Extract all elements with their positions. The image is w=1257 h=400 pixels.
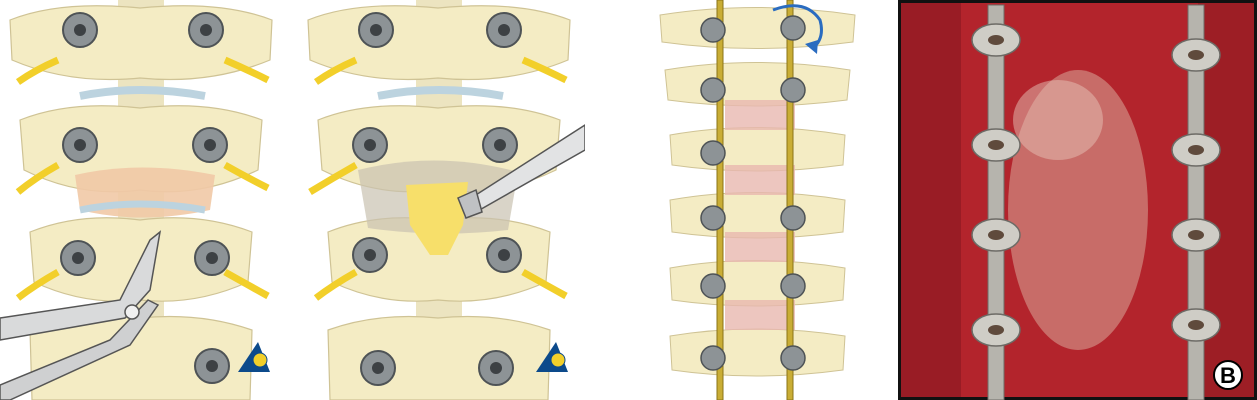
nerve-root-right bbox=[223, 161, 270, 192]
disc-space bbox=[725, 100, 795, 130]
publisher-logo bbox=[536, 342, 568, 372]
nerve-root-right bbox=[521, 268, 568, 300]
nerve-root-left bbox=[15, 56, 60, 85]
pedicle-screw bbox=[780, 15, 806, 41]
vertebra-1 bbox=[9, 5, 273, 81]
disc-space bbox=[725, 300, 795, 330]
vertebra bbox=[669, 328, 846, 377]
pedicle-screw bbox=[780, 345, 806, 371]
vertebra bbox=[669, 192, 846, 239]
nerve-root-left bbox=[313, 56, 358, 85]
rongeur-instrument bbox=[0, 230, 162, 400]
pedicle-screw bbox=[700, 273, 726, 299]
illustration-rod-construct bbox=[655, 0, 860, 400]
rod-right bbox=[1187, 4, 1205, 400]
ligament-band bbox=[79, 200, 206, 214]
vertebra bbox=[664, 62, 851, 107]
disc-space bbox=[725, 232, 795, 262]
illustration-2-svg bbox=[298, 0, 585, 400]
pedicle-screw bbox=[700, 77, 726, 103]
photo-svg bbox=[898, 0, 1257, 400]
nerve-root-left bbox=[15, 268, 60, 301]
intraoperative-photo: B bbox=[898, 0, 1257, 400]
nerve-root-left bbox=[308, 161, 358, 195]
pedicle-screw bbox=[700, 140, 726, 166]
vertebra bbox=[669, 260, 846, 307]
illustration-3-svg bbox=[655, 0, 860, 400]
illustration-laminectomy bbox=[298, 0, 585, 400]
ligament-band bbox=[79, 86, 206, 100]
ligament-band bbox=[377, 86, 504, 100]
publisher-logo bbox=[238, 342, 270, 372]
nerve-root-right bbox=[521, 56, 568, 84]
pedicle-screw bbox=[700, 17, 726, 43]
vertebra bbox=[659, 7, 856, 49]
illustration-rongeur-decompression bbox=[0, 0, 283, 400]
dural-sac-exposed bbox=[406, 182, 468, 255]
rod-right bbox=[786, 0, 794, 400]
vertebra-4 bbox=[327, 315, 551, 400]
rotation-arrow-icon bbox=[772, 4, 823, 50]
illustration-1-svg bbox=[0, 0, 283, 400]
nerve-root-right bbox=[223, 56, 270, 84]
pedicle-screw bbox=[700, 345, 726, 371]
pedicle-screw bbox=[700, 205, 726, 231]
pedicle-screw bbox=[780, 205, 806, 231]
disc-space bbox=[725, 165, 795, 195]
osteotome-instrument bbox=[457, 124, 585, 219]
pedicle-screw bbox=[780, 77, 806, 103]
nerve-root-right bbox=[223, 268, 270, 300]
photo-panel-label: B bbox=[1213, 360, 1243, 390]
rod-left bbox=[716, 0, 724, 400]
vertebra-1 bbox=[307, 5, 571, 81]
nerve-root-left bbox=[15, 161, 60, 195]
nerve-root-left bbox=[313, 268, 358, 301]
pedicle-screw bbox=[780, 273, 806, 299]
vertebra bbox=[669, 127, 846, 172]
rod-left bbox=[987, 4, 1005, 400]
